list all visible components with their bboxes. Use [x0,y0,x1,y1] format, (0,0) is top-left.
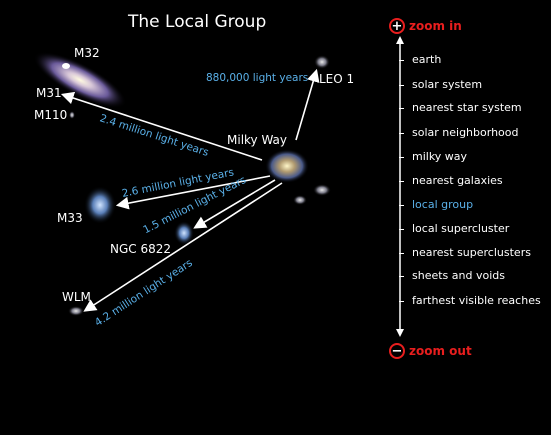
page-title: The Local Group [128,12,267,32]
label-leo1: LEO 1 [319,72,355,86]
menu-tick [399,205,404,206]
arrow-to-m33 [115,175,271,210]
label-milky-way: Milky Way [227,133,288,147]
menu-tick [399,60,404,61]
zoom-scale-top-arrow [396,36,404,44]
menu-item-local-group[interactable]: local group [412,198,474,211]
arrow-to-m31 [60,91,263,161]
menu-tick [399,276,404,277]
menu-tick [399,181,404,182]
label-m32: M32 [74,46,100,60]
zoom-out-label: zoom out [409,344,472,358]
label-ngc6822: NGC 6822 [110,242,172,256]
menu-tick [399,108,404,109]
menu-tick [399,253,404,254]
label-wlm: WLM [62,290,91,304]
menu-item-nearest-galaxies[interactable]: nearest galaxies [412,174,503,187]
m33-galaxy [84,186,116,224]
menu-tick [399,301,404,302]
distance-leo1: 880,000 light years [206,72,309,84]
satellite-galaxy-1 [293,195,307,205]
menu-item-nearest-star-system[interactable]: nearest star system [412,101,522,114]
menu-item-milky-way[interactable]: milky way [412,150,468,163]
m110-galaxy [69,111,75,119]
menu-tick [399,229,404,230]
minus-icon: − [389,343,405,359]
label-m110: M110 [34,108,68,122]
arrow-to-leo1 [295,68,320,141]
satellite-galaxy-2 [313,184,331,196]
m31-galaxy [33,51,127,109]
zoom-in-button[interactable]: + zoom in [389,18,462,34]
menu-tick [399,133,404,134]
label-m33: M33 [57,211,83,225]
menu-item-earth[interactable]: earth [412,53,442,66]
leo1-galaxy [314,55,330,69]
menu-item-solar-system[interactable]: solar system [412,78,483,91]
menu-item-sheets-and-voids[interactable]: sheets and voids [412,269,505,282]
m32-galaxy [62,63,70,69]
arrow-to-wlm [83,182,283,312]
menu-tick [399,157,404,158]
ngc6822-galaxy [174,221,194,245]
label-m31: M31 [36,86,62,100]
wlm-galaxy [68,306,84,316]
menu-item-solar-neighborhood[interactable]: solar neighborhood [412,126,519,139]
milky-way-galaxy [265,149,309,183]
menu-item-nearest-superclusters[interactable]: nearest superclusters [412,246,531,259]
plus-icon: + [389,18,405,34]
zoom-out-button[interactable]: − zoom out [389,343,472,359]
arrow-to-ngc6822 [193,179,276,229]
menu-item-local-supercluster[interactable]: local supercluster [412,222,510,235]
menu-item-farthest-visible-reaches[interactable]: farthest visible reaches [412,294,541,307]
zoom-in-label: zoom in [409,19,462,33]
zoom-scale-bottom-arrow [396,329,404,337]
menu-tick [399,85,404,86]
